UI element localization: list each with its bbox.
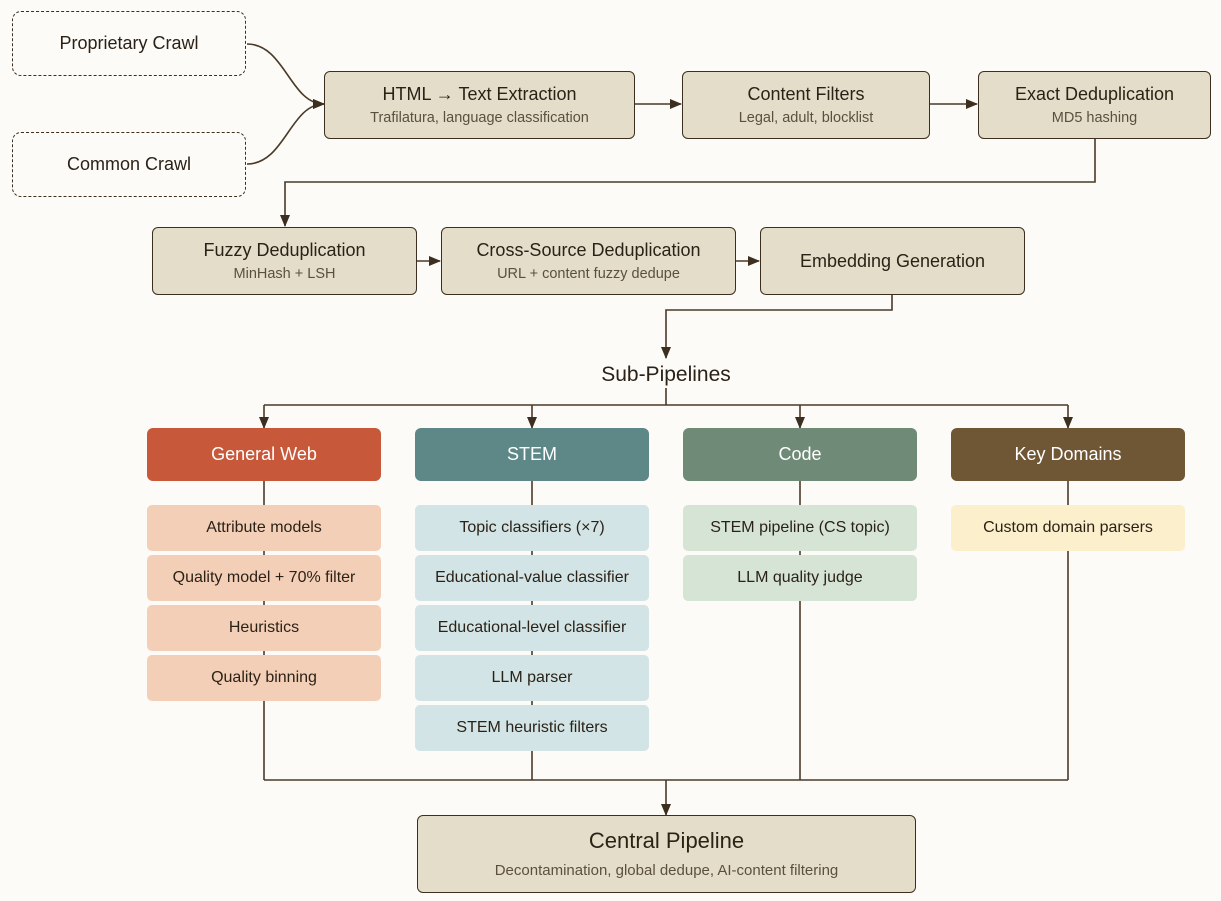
stage-subtitle: URL + content fuzzy dedupe [497,266,680,282]
pipeline-item: STEM heuristic filters [415,705,649,751]
pipeline-header-general-web: General Web [147,428,381,481]
pipeline-title: Key Domains [1014,444,1122,464]
pipeline-item: STEM pipeline (CS topic) [683,505,917,551]
item-label: Custom domain parsers [983,519,1153,536]
stage-subtitle: Trafilatura, language classification [370,110,589,126]
stage-title: Cross-Source Deduplication [476,240,701,260]
pipeline-item: Attribute models [147,505,381,551]
pipeline-item: Heuristics [147,605,381,651]
stage-exact-dedup: Exact Deduplication MD5 hashing [978,71,1211,139]
stage-cross-source-dedup: Cross-Source Deduplication URL + content… [441,227,736,295]
item-label: LLM parser [491,669,573,686]
item-label: Educational-value classifier [435,569,629,586]
stage-content-filters: Content Filters Legal, adult, blocklist [682,71,930,139]
pipeline-item: LLM parser [415,655,649,701]
edge-exact-to-fuzzy [280,139,1096,227]
central-pipeline: Central Pipeline Decontamination, global… [417,815,916,893]
edge-proprietary-to-extraction [246,43,325,109]
pipeline-title: Code [778,444,822,464]
pipeline-item: Educational-level classifier [415,605,649,651]
stage-title: HTML → Text Extraction [382,84,577,104]
stage-title: Embedding Generation [799,251,986,271]
source-common-crawl: Common Crawl [12,132,246,197]
pipeline-item: Quality model + 70% filter [147,555,381,601]
pipeline-item: Quality binning [147,655,381,701]
stage-fuzzy-dedup: Fuzzy Deduplication MinHash + LSH [152,227,417,295]
pipeline-title: STEM [506,444,557,464]
pipeline-header-stem: STEM [415,428,649,481]
central-subtitle: Decontamination, global dedupe, AI-conte… [494,862,839,879]
pipeline-item: Topic classifiers (×7) [415,505,649,551]
stage-html-extraction: HTML → Text Extraction Trafilatura, lang… [324,71,635,139]
pipeline-header-key-domains: Key Domains [951,428,1185,481]
item-label: LLM quality judge [737,569,863,586]
item-label: STEM pipeline (CS topic) [710,519,890,536]
item-label: Attribute models [206,519,322,536]
item-label: STEM heuristic filters [456,719,608,736]
stage-embedding-generation: Embedding Generation [760,227,1025,295]
sub-pipelines-label: Sub-Pipelines [560,362,772,388]
source-label: Common Crawl [66,154,192,174]
pipeline-item: LLM quality judge [683,555,917,601]
pipeline-title: General Web [211,444,317,464]
edge-common-to-extraction [246,99,325,165]
stage-title: Content Filters [747,84,865,104]
stage-title: Exact Deduplication [1014,84,1175,104]
item-label: Topic classifiers (×7) [459,519,605,536]
source-label: Proprietary Crawl [59,33,199,53]
stage-subtitle: Legal, adult, blocklist [738,110,874,126]
pipeline-item: Custom domain parsers [951,505,1185,551]
item-label: Quality binning [211,669,317,686]
central-title: Central Pipeline [588,828,745,853]
stage-title: Fuzzy Deduplication [203,240,366,260]
item-label: Quality model + 70% filter [172,569,356,586]
stage-subtitle: MinHash + LSH [233,266,336,282]
item-label: Heuristics [228,619,300,636]
edge-embedding-to-subpipelines [661,295,893,359]
pipeline-item: Educational-value classifier [415,555,649,601]
source-proprietary-crawl: Proprietary Crawl [12,11,246,76]
stage-subtitle: MD5 hashing [1051,110,1138,126]
item-label: Educational-level classifier [437,619,627,636]
pipeline-header-code: Code [683,428,917,481]
